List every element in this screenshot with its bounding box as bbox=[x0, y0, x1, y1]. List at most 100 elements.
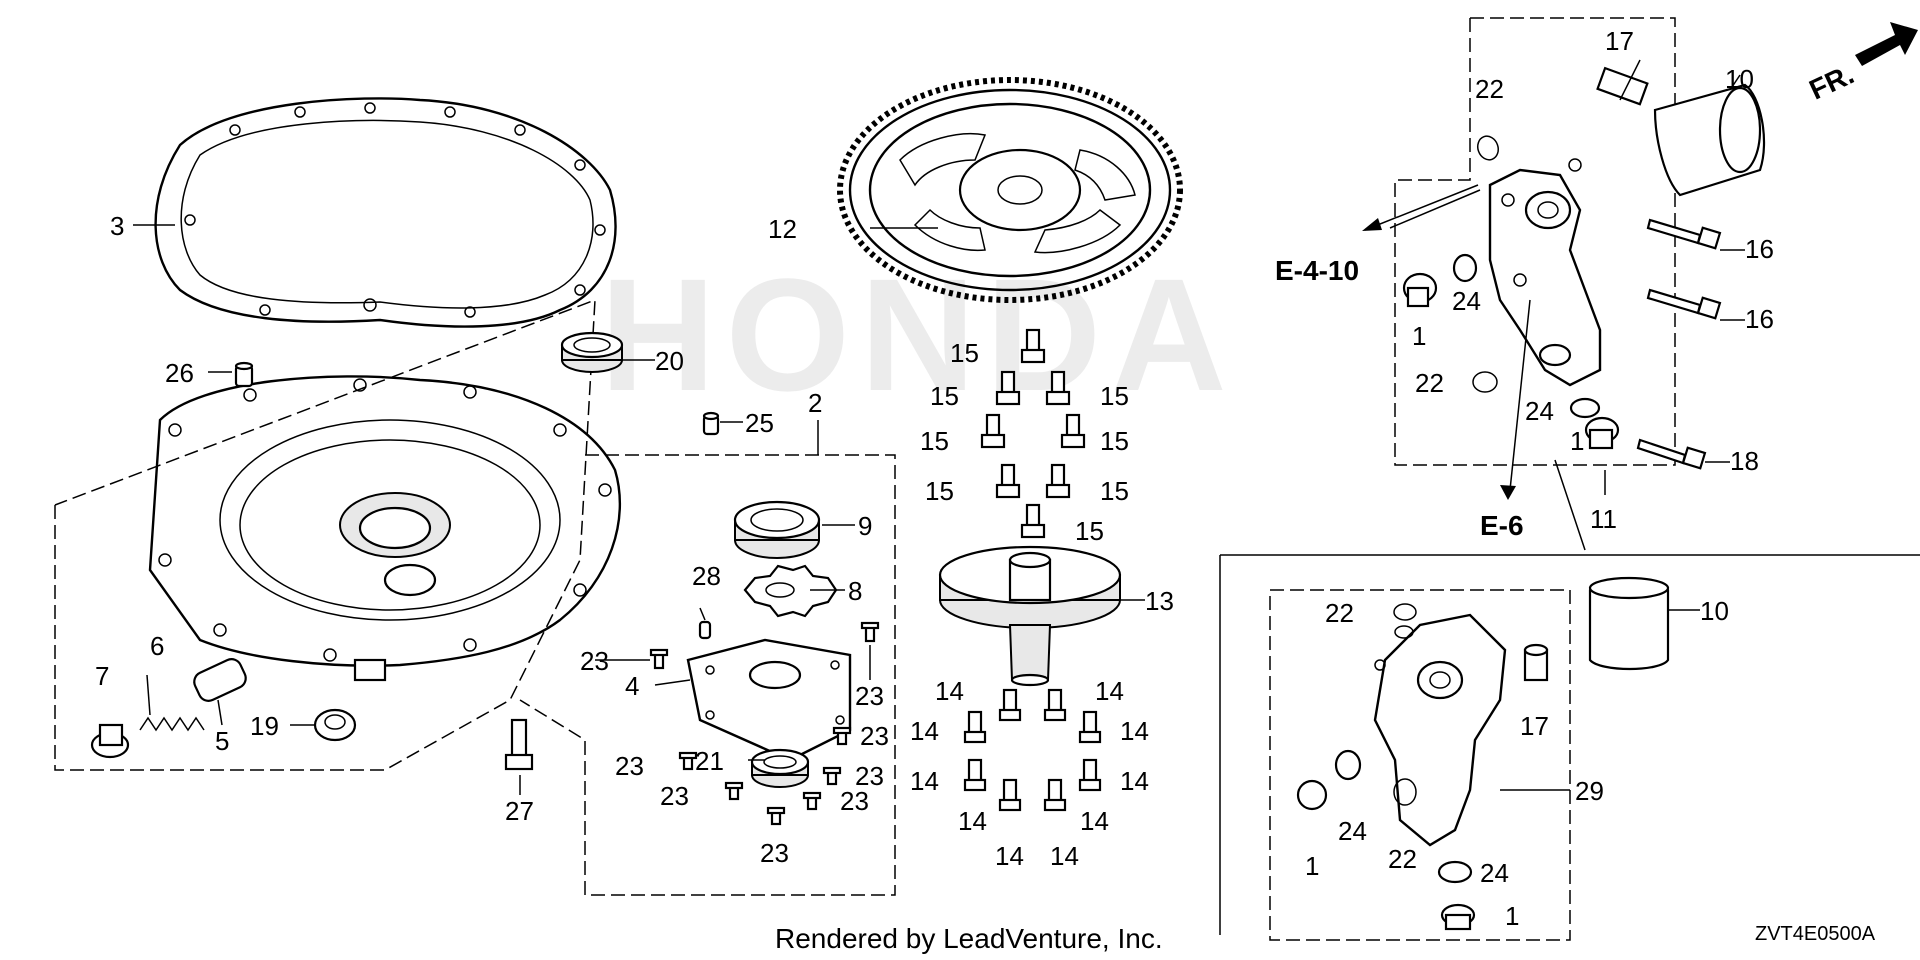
part-16-bolts bbox=[1646, 218, 1722, 320]
reference-labels: E-4-10 E-6 bbox=[1275, 184, 1524, 541]
callout-15c: 15 bbox=[1100, 381, 1129, 411]
callout-10a: 10 bbox=[1725, 64, 1754, 94]
part-7-plug bbox=[90, 723, 130, 759]
callout-14g: 14 bbox=[995, 841, 1024, 871]
part-22-orings-bottom bbox=[1393, 603, 1417, 806]
callout-15d: 15 bbox=[920, 426, 949, 456]
callout-17a: 17 bbox=[1605, 26, 1634, 56]
callout-labels: 3 26 20 25 2 9 8 28 6 7 5 19 27 23 4 23 … bbox=[95, 26, 1774, 931]
callout-23a: 23 bbox=[580, 646, 609, 676]
callout-12: 12 bbox=[768, 214, 797, 244]
callout-22a: 22 bbox=[1475, 74, 1504, 104]
callout-13: 13 bbox=[1145, 586, 1174, 616]
callout-23e: 23 bbox=[855, 761, 884, 791]
part-21-oil-seal bbox=[750, 748, 810, 788]
callout-14i: 14 bbox=[958, 806, 987, 836]
callout-22d: 22 bbox=[1388, 844, 1417, 874]
part-3-gasket bbox=[154, 97, 617, 328]
part-20-oil-seal bbox=[560, 331, 624, 373]
part-1-plugs-bottom bbox=[1296, 779, 1476, 931]
callout-14d: 14 bbox=[1120, 716, 1149, 746]
part-1-plugs-top bbox=[1402, 272, 1620, 450]
part-12-ring-gear bbox=[837, 77, 1183, 303]
part-10-oil-filter bbox=[1653, 83, 1766, 197]
part-5-valve bbox=[193, 658, 247, 702]
callout-1c: 1 bbox=[1305, 851, 1319, 881]
part-22-orings-top bbox=[1472, 135, 1500, 393]
callout-23c: 23 bbox=[860, 721, 889, 751]
callout-26: 26 bbox=[165, 358, 194, 388]
callout-2: 2 bbox=[808, 388, 822, 418]
callout-22c: 22 bbox=[1325, 598, 1354, 628]
callout-15f: 15 bbox=[925, 476, 954, 506]
callout-27: 27 bbox=[505, 796, 534, 826]
callout-15b: 15 bbox=[930, 381, 959, 411]
callout-24a: 24 bbox=[1452, 286, 1481, 316]
callout-24d: 24 bbox=[1480, 858, 1509, 888]
ref-e-4-10: E-4-10 bbox=[1275, 255, 1359, 286]
part-24-washers-bottom bbox=[1334, 749, 1473, 884]
part-10-oil-filter-b bbox=[1588, 576, 1670, 671]
callout-16a: 16 bbox=[1745, 234, 1774, 264]
callout-1b: 1 bbox=[1570, 426, 1584, 456]
part-11-filter-base bbox=[1488, 158, 1602, 387]
callout-15e: 15 bbox=[1100, 426, 1129, 456]
callout-11: 11 bbox=[1590, 504, 1617, 534]
part-23-screws bbox=[649, 621, 880, 826]
callout-29: 29 bbox=[1575, 776, 1604, 806]
callout-23b: 23 bbox=[855, 681, 884, 711]
callout-14b: 14 bbox=[1095, 676, 1124, 706]
part-17-nipple-b bbox=[1523, 643, 1549, 682]
part-27-bolt bbox=[504, 718, 534, 771]
callout-24b: 24 bbox=[1525, 396, 1554, 426]
callout-18: 18 bbox=[1730, 446, 1759, 476]
callout-23f: 23 bbox=[660, 781, 689, 811]
part-6-spring bbox=[139, 716, 205, 732]
ref-e-6: E-6 bbox=[1480, 510, 1524, 541]
callout-5: 5 bbox=[215, 726, 229, 756]
callout-6: 6 bbox=[150, 631, 164, 661]
callout-14h: 14 bbox=[1050, 841, 1079, 871]
callout-1d: 1 bbox=[1505, 901, 1519, 931]
part-26-dowel bbox=[234, 361, 254, 388]
callout-9: 9 bbox=[858, 511, 872, 541]
group-outlines bbox=[54, 17, 1920, 941]
callout-19: 19 bbox=[250, 711, 279, 741]
callout-23h: 23 bbox=[760, 838, 789, 868]
part-19-plug bbox=[313, 708, 357, 742]
callout-14e: 14 bbox=[910, 766, 939, 796]
footer-credit: Rendered by LeadVenture, Inc. bbox=[775, 923, 1163, 954]
part-28-pin bbox=[698, 620, 712, 640]
callout-23g: 23 bbox=[840, 786, 869, 816]
part-25-dowel bbox=[702, 411, 720, 436]
front-direction-arrow bbox=[1855, 22, 1918, 66]
part-9-outer-rotor bbox=[733, 500, 821, 559]
part-13-drive-hub bbox=[938, 545, 1122, 687]
callout-10b: 10 bbox=[1700, 596, 1729, 626]
callout-15h: 15 bbox=[1075, 516, 1104, 546]
part-15-bolts bbox=[980, 328, 1086, 539]
callout-23d: 23 bbox=[615, 751, 644, 781]
part-2-case bbox=[148, 375, 622, 682]
part-17-nipple bbox=[1596, 66, 1649, 106]
callout-22b: 22 bbox=[1415, 368, 1444, 398]
callout-28: 28 bbox=[692, 561, 721, 591]
callout-16b: 16 bbox=[1745, 304, 1774, 334]
leader-lines bbox=[133, 59, 1745, 795]
callout-15a: 15 bbox=[950, 338, 979, 368]
part-24-washers-top bbox=[1452, 253, 1601, 419]
callout-25: 25 bbox=[745, 408, 774, 438]
front-direction-label: FR. bbox=[1805, 58, 1859, 105]
part-29-filter-base-assy bbox=[1373, 613, 1507, 847]
callout-4: 4 bbox=[625, 671, 639, 701]
callout-8: 8 bbox=[848, 576, 862, 606]
callout-21: 21 bbox=[695, 746, 724, 776]
diagram-code: ZVT4E0500A bbox=[1755, 923, 1876, 945]
callout-14a: 14 bbox=[935, 676, 964, 706]
callout-17b: 17 bbox=[1520, 711, 1549, 741]
part-18-bolt bbox=[1636, 438, 1707, 470]
callout-14j: 14 bbox=[1080, 806, 1109, 836]
part-8-inner-rotor bbox=[743, 564, 838, 618]
callout-20: 20 bbox=[655, 346, 684, 376]
